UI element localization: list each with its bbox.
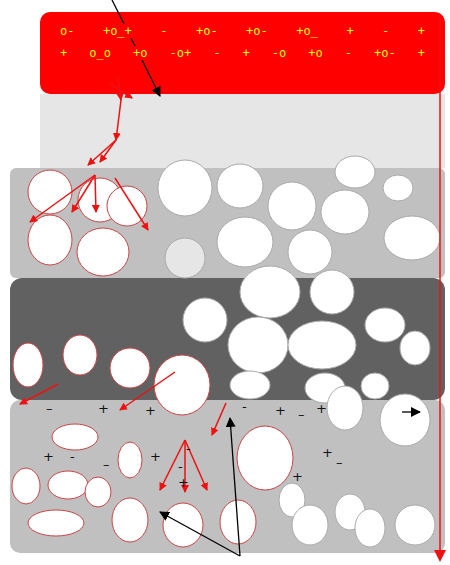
- pointer-arrows: [112, 0, 420, 556]
- charge-sign: –: [298, 408, 305, 421]
- charge-sign: –: [46, 402, 53, 415]
- top-band: [40, 12, 445, 94]
- charge-row: + o_o +o -o+ - + -o +o - +o- +: [60, 46, 425, 60]
- charge-row: o- +o_+ - +o- +o- +o_ + - +: [60, 24, 425, 38]
- pores: [28, 156, 440, 278]
- charge-sign: -: [186, 442, 191, 455]
- depth-line: [439, 14, 441, 550]
- dark-band: [10, 278, 445, 400]
- charged-porous-band: –++-+–++-–+--++–+: [10, 400, 445, 553]
- charge-sign: +: [145, 404, 156, 417]
- charge-sign: +: [150, 450, 161, 463]
- pores: [13, 266, 430, 415]
- charge-sign: +: [292, 470, 303, 483]
- depth-arrowhead: [434, 550, 446, 562]
- charge-sign: –: [336, 456, 343, 469]
- charge-sign: +: [98, 402, 109, 415]
- charge-sign: +: [178, 476, 189, 489]
- charged-band: o- +o_+ - +o- +o- +o_ + - + + o_o +o -o+ …: [40, 12, 445, 94]
- scatter-arrows: [20, 78, 226, 492]
- charge-sign: +: [43, 450, 54, 463]
- charge-sign: -: [178, 460, 183, 473]
- light-band: [40, 94, 445, 168]
- charge-sign: +: [275, 404, 286, 417]
- pores: [12, 386, 435, 547]
- charge-sign: -: [242, 400, 247, 413]
- charge-sign: –: [103, 458, 110, 471]
- charge-sign: -: [70, 450, 75, 463]
- charge-sign: +: [322, 446, 333, 459]
- charge-sign: +: [316, 402, 327, 415]
